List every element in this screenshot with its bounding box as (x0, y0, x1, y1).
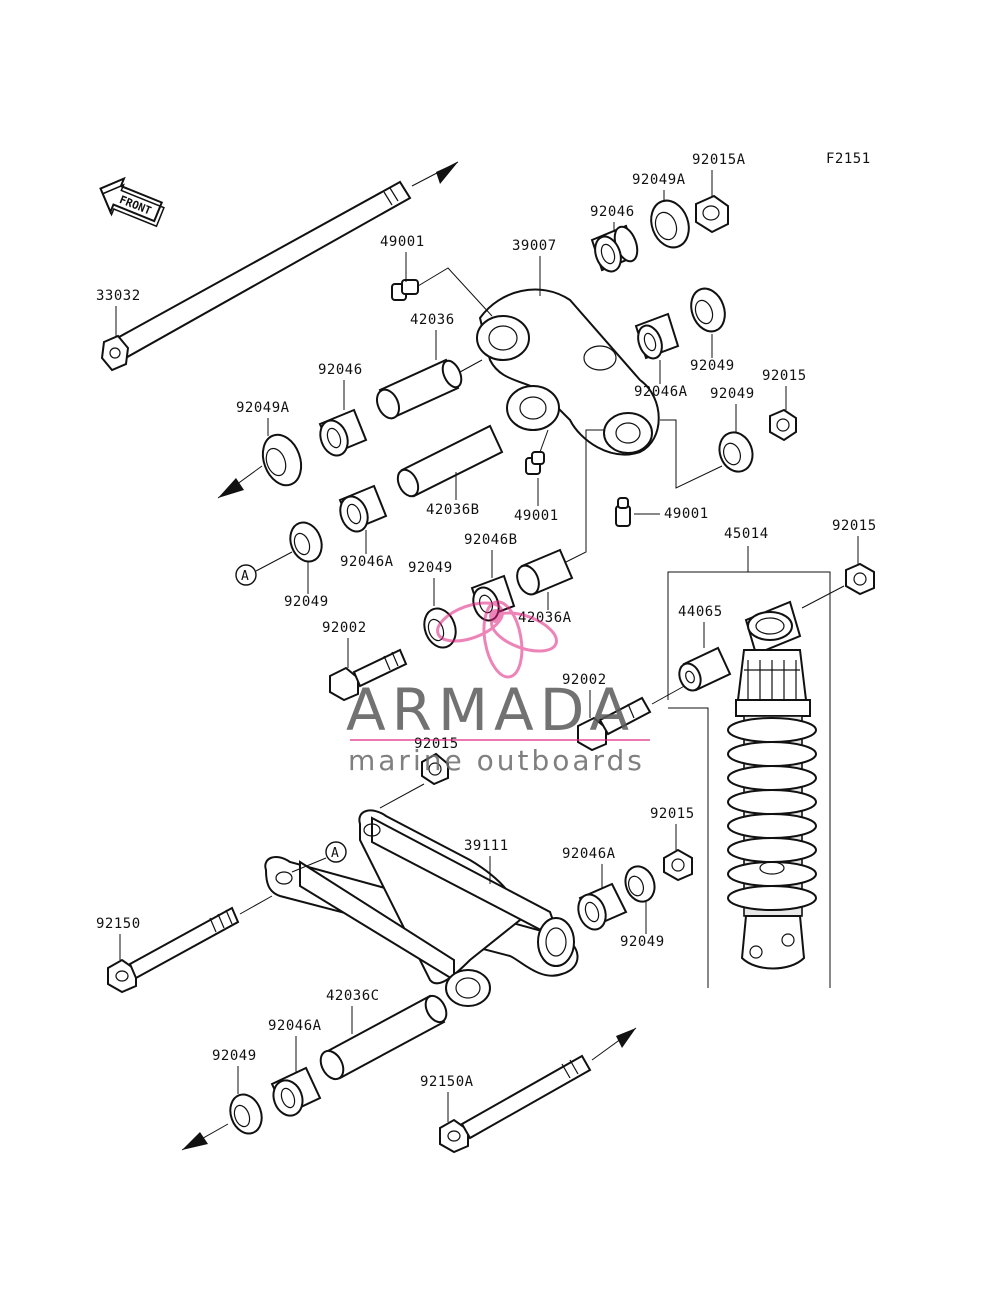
sleeve-42036C (319, 994, 448, 1081)
label-39111: 39111 (464, 838, 509, 854)
nut-92015-center (421, 752, 449, 786)
ref-marker-a-bottom: A (325, 841, 347, 863)
needle-bearing-92046A-mid (634, 312, 680, 360)
watermark-subtitle: marine outboards (348, 744, 645, 777)
nut-92015-link (663, 848, 693, 882)
seal-92049-left (289, 521, 323, 563)
label-49001-top: 49001 (380, 234, 425, 250)
sleeve-42036B (396, 424, 504, 498)
bolt-92002-center (577, 696, 652, 752)
label-92049A-top: 92049A (632, 172, 686, 188)
label-92049-link: 92049 (620, 934, 665, 950)
grease-nipple-49001-right (615, 497, 631, 527)
label-49001-right: 49001 (664, 506, 709, 522)
label-92049-center: 92049 (408, 560, 453, 576)
label-42036: 42036 (410, 312, 455, 328)
needle-bearing-92046A-left (338, 484, 388, 533)
oil-seal-92049A-left (261, 433, 303, 487)
seal-92049-right2 (718, 431, 754, 473)
label-92046A-bottom: 92046A (268, 1018, 322, 1034)
ref-marker-a-top: A (235, 564, 257, 586)
needle-bearing-92046-top (590, 224, 639, 273)
seal-92049-right (690, 287, 726, 333)
label-92046A-mid: 92046A (634, 384, 688, 400)
label-42036A: 42036A (518, 610, 572, 626)
svg-text:A: A (331, 846, 339, 861)
label-92049A-left: 92049A (236, 400, 290, 416)
label-92015-link: 92015 (650, 806, 695, 822)
label-92049-right2: 92049 (710, 386, 755, 402)
bolt-92150A (439, 1054, 592, 1154)
nut-92015A (695, 194, 729, 234)
label-92046A-link: 92046A (562, 846, 616, 862)
sleeve-42036 (376, 358, 463, 420)
label-92046A-left: 92046A (340, 554, 394, 570)
figure-code: F2151 (826, 151, 871, 167)
label-92049-left: 92049 (284, 594, 329, 610)
label-92150: 92150 (96, 916, 141, 932)
grease-nipple-49001-mid (525, 451, 545, 475)
label-92049-right: 92049 (690, 358, 735, 374)
watermark-propeller-icon (436, 600, 558, 679)
label-42036B: 42036B (426, 502, 480, 518)
bolt-92002-left (329, 648, 408, 702)
label-49001-mid: 49001 (514, 508, 559, 524)
rocker-arm-39007 (476, 288, 660, 456)
seal-92049-center (423, 607, 457, 649)
label-45014: 45014 (724, 526, 769, 542)
collar-44065 (678, 646, 732, 692)
needle-bearing-92046A-link (577, 882, 628, 931)
front-arrow-icon: FRONT (99, 176, 165, 228)
label-33032: 33032 (96, 288, 141, 304)
svg-text:A: A (241, 569, 249, 584)
sleeve-42036A (516, 548, 574, 596)
watermark-title: ARMADA (346, 676, 635, 744)
label-92015A: 92015A (692, 152, 746, 168)
seal-92049-link (624, 865, 656, 903)
nut-92015-right (769, 408, 797, 442)
bolt-92150 (107, 906, 240, 994)
label-39007: 39007 (512, 238, 557, 254)
label-92046B: 92046B (464, 532, 518, 548)
label-92015-shock: 92015 (832, 518, 877, 534)
needle-bearing-92046A-bottom (270, 1066, 322, 1117)
tie-rod-39111 (264, 809, 579, 1007)
label-44065: 44065 (678, 604, 723, 620)
label-42036C: 42036C (326, 988, 380, 1004)
pivot-shaft-33032 (100, 161, 459, 372)
label-92049-bottom: 92049 (212, 1048, 257, 1064)
oil-seal-92049A-top (650, 199, 690, 249)
seal-92049-bottom (229, 1093, 263, 1135)
label-92046-left: 92046 (318, 362, 363, 378)
needle-bearing-92046-left (318, 408, 368, 457)
label-92002-center: 92002 (562, 672, 607, 688)
shock-absorber-45014 (727, 600, 817, 970)
label-92002-left: 92002 (322, 620, 367, 636)
grease-nipple-49001-top (391, 279, 419, 301)
label-92150A: 92150A (420, 1074, 474, 1090)
label-92015-right: 92015 (762, 368, 807, 384)
label-92046-top: 92046 (590, 204, 635, 220)
nut-92015-shock (845, 562, 875, 596)
